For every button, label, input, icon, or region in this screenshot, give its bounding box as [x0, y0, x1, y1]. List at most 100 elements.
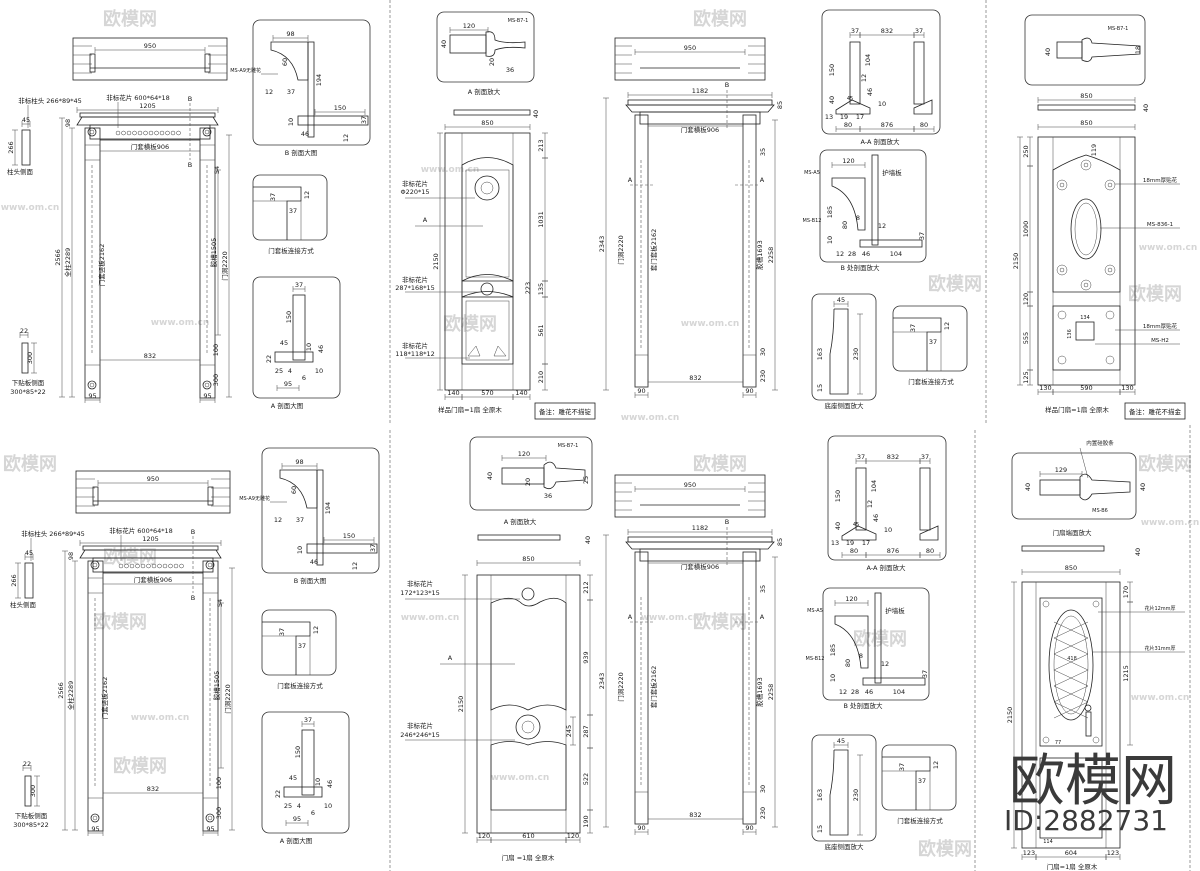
base-size: 300*85*22: [13, 821, 48, 829]
capital-side-view: [24, 562, 34, 599]
dimension-label: A: [423, 216, 428, 224]
carving-ornament: [115, 130, 121, 136]
dimension-label: 套门套板2162: [649, 666, 658, 709]
carving-ornament: [168, 563, 173, 569]
corner-carving: [1092, 600, 1100, 608]
dimension-label: 45: [25, 549, 33, 557]
dimension-label: 非标花片: [402, 341, 428, 350]
carving-ornament: [173, 563, 179, 569]
cornice-top: [627, 99, 773, 106]
lattice-bar: [1053, 653, 1089, 671]
cornice-top: [82, 545, 219, 551]
watermark-brand: 欧模网: [853, 628, 907, 650]
detail-title: B 剖面大图: [285, 148, 318, 157]
floral-carving: [1080, 159, 1092, 171]
part-label: 护墙板: [882, 168, 902, 177]
watermark-url: www.om.cn: [491, 773, 550, 783]
oval-glass: [1053, 615, 1089, 715]
lattice-bar: [1053, 621, 1089, 639]
dimension-label: 46: [310, 558, 318, 566]
dimension-label: 1182: [692, 87, 709, 95]
dimension-label: 287*168*15: [395, 284, 435, 292]
dimension-label: 950: [147, 475, 159, 483]
base-label: 下贴板侧面: [12, 378, 45, 387]
dimension-label: 10: [287, 118, 295, 126]
dimension-label: 230: [852, 789, 860, 801]
section-mark: B: [725, 518, 729, 526]
dimension-label: 13: [825, 113, 833, 121]
glass-panel-frame: [1039, 597, 1103, 747]
cornice-profile: [831, 177, 866, 231]
dimension-label: 245: [565, 725, 573, 737]
detail-title: B 剖面大图: [294, 576, 327, 585]
crest-carving: [521, 587, 535, 601]
floral-carving: [1057, 310, 1067, 320]
dimension-label: 194: [315, 74, 323, 86]
dimension-label: 10: [305, 343, 313, 351]
rosette-ornament: [87, 380, 97, 390]
dimension-label: 125: [1022, 371, 1030, 383]
dimension-label: 950: [684, 481, 696, 489]
carving-ornament: [129, 563, 135, 569]
dimension-label: 12: [881, 660, 889, 668]
moulding-profile: [543, 461, 586, 490]
base-profile: [829, 749, 849, 836]
watermark-brand: 欧模网: [93, 611, 147, 633]
outline: [89, 53, 96, 73]
watermark-url: www.om.cn: [1131, 693, 1190, 703]
dimension-label: 40: [1134, 548, 1142, 556]
left-jamb: [855, 467, 867, 531]
detail-box: [819, 149, 927, 263]
rosette-ornament: [90, 560, 100, 570]
dimension-label: 门洞2220: [616, 672, 625, 702]
watermark-brand: 欧模网: [443, 313, 497, 335]
dimension-label: 300: [215, 807, 223, 819]
dimension-label: 850: [522, 555, 534, 563]
carving-ornament: [121, 130, 126, 136]
detail-title: 门套板连接方式: [268, 246, 314, 255]
carving-label: 花片12mm厚: [1144, 605, 1175, 612]
frieze: [639, 548, 761, 562]
dimension-label: 36: [544, 492, 552, 500]
dimension-label: 163: [816, 789, 824, 801]
dimension-label: 20: [524, 478, 532, 486]
dimension-label: 37: [360, 116, 368, 124]
dimension-label: 120: [842, 157, 854, 165]
dimension-label: 230: [759, 370, 767, 382]
dimension-label: 120: [567, 832, 579, 840]
dimension-label: 全柱2289: [66, 681, 75, 711]
carving-ornament: [146, 563, 151, 569]
upper-panel: [490, 597, 567, 711]
watermark-brand: 欧模网: [113, 755, 167, 777]
jamb-label: 门套竖板2162: [97, 244, 106, 287]
stile-section: [1039, 479, 1081, 496]
dimension-label: 37: [287, 88, 295, 96]
detail-box: [827, 435, 947, 561]
dimension-label: 54: [216, 599, 224, 607]
dimension-label: 45: [853, 522, 859, 528]
outline: [92, 486, 99, 506]
cornice: [625, 104, 775, 113]
leader-line: [1079, 447, 1089, 479]
dimension-label: 12: [274, 516, 282, 524]
rosette-carving: [515, 714, 541, 740]
part-label: 护墙板: [885, 606, 905, 615]
dimension-label: 136: [1067, 329, 1073, 339]
dimension-label: 120: [845, 595, 857, 603]
door-plan-bar: [453, 109, 531, 116]
part-label: MS-A5: [804, 170, 820, 176]
dimension-label: 250: [1022, 145, 1030, 157]
dimension-label: 2566: [57, 682, 65, 699]
dimension-label: 876: [887, 547, 899, 555]
stile-section: [449, 34, 487, 54]
frieze: [89, 124, 211, 140]
dimension-label: 850: [1065, 564, 1077, 572]
vertical-board: [307, 41, 315, 138]
lattice-bar: [1053, 685, 1089, 703]
architrave-profile: [835, 99, 871, 115]
base-size: 300*85*22: [10, 388, 45, 396]
